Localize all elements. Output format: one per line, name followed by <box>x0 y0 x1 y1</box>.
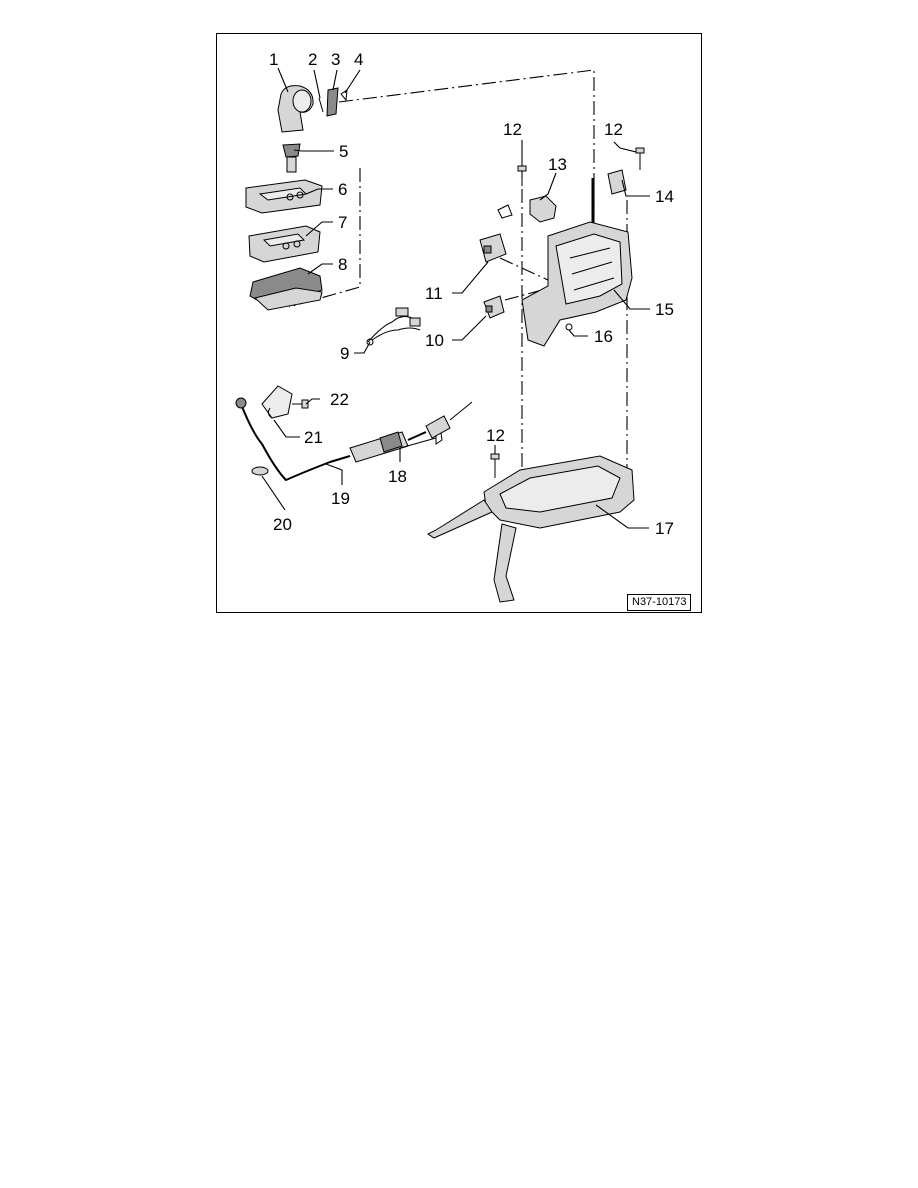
callout-10: 10 <box>425 331 444 350</box>
part-11-switch <box>479 233 507 263</box>
part-21-cable-bracket <box>261 385 293 419</box>
part-8-housing-cover <box>249 267 323 311</box>
part-19-cable <box>235 397 473 482</box>
callout-22: 22 <box>330 390 349 409</box>
part-1-knob <box>277 85 314 133</box>
callout-12-upper-left: 12 <box>503 120 522 139</box>
callout-12-upper-right: 12 <box>604 120 623 139</box>
callout-19: 19 <box>331 489 350 508</box>
callout-9: 9 <box>340 344 349 363</box>
part-16-clip <box>565 323 573 331</box>
callout-8: 8 <box>338 255 347 274</box>
callout-17: 17 <box>655 519 674 538</box>
part-10-solenoid <box>483 295 505 319</box>
callout-14: 14 <box>655 187 674 206</box>
callout-2: 2 <box>308 50 317 69</box>
callout-20: 20 <box>273 515 292 534</box>
part-17-lower-housing <box>427 455 635 603</box>
callout-3: 3 <box>331 50 340 69</box>
callout-7: 7 <box>338 213 347 232</box>
part-12-bolt-upper-right <box>635 147 645 170</box>
callout-5: 5 <box>339 142 348 161</box>
part-3-cover-strip <box>326 87 339 117</box>
callout-21: 21 <box>304 428 323 447</box>
part-12-bolt-lower <box>490 453 500 478</box>
figure-reference-code: N37-10173 <box>627 594 692 611</box>
callout-6: 6 <box>338 180 347 199</box>
part-5-button <box>282 143 301 173</box>
callout-11: 11 <box>425 284 443 303</box>
part-12-bolt-upper-left <box>517 165 527 186</box>
part-22-screw <box>292 399 309 409</box>
callout-labels: 1 2 3 4 5 6 7 8 9 10 11 12 12 12 13 14 1… <box>269 50 674 538</box>
part-20-grommet <box>251 466 269 476</box>
callout-18: 18 <box>388 467 407 486</box>
callout-12-lower: 12 <box>486 426 505 445</box>
part-15-selector-mechanism <box>521 178 633 347</box>
callout-15: 15 <box>655 300 674 319</box>
part-9-wiring-harness <box>366 307 421 346</box>
part-7-position-indicator <box>248 225 321 263</box>
callout-1: 1 <box>269 50 278 69</box>
callout-16: 16 <box>594 327 613 346</box>
part-2-pin <box>318 97 324 113</box>
part-6-trim-cover <box>245 179 323 214</box>
part-4-clip <box>340 88 348 102</box>
callout-13: 13 <box>548 155 567 174</box>
leader-lines <box>261 67 650 529</box>
part-13-bracket <box>497 195 557 223</box>
part-14-holder <box>607 169 627 195</box>
callout-4: 4 <box>354 50 363 69</box>
